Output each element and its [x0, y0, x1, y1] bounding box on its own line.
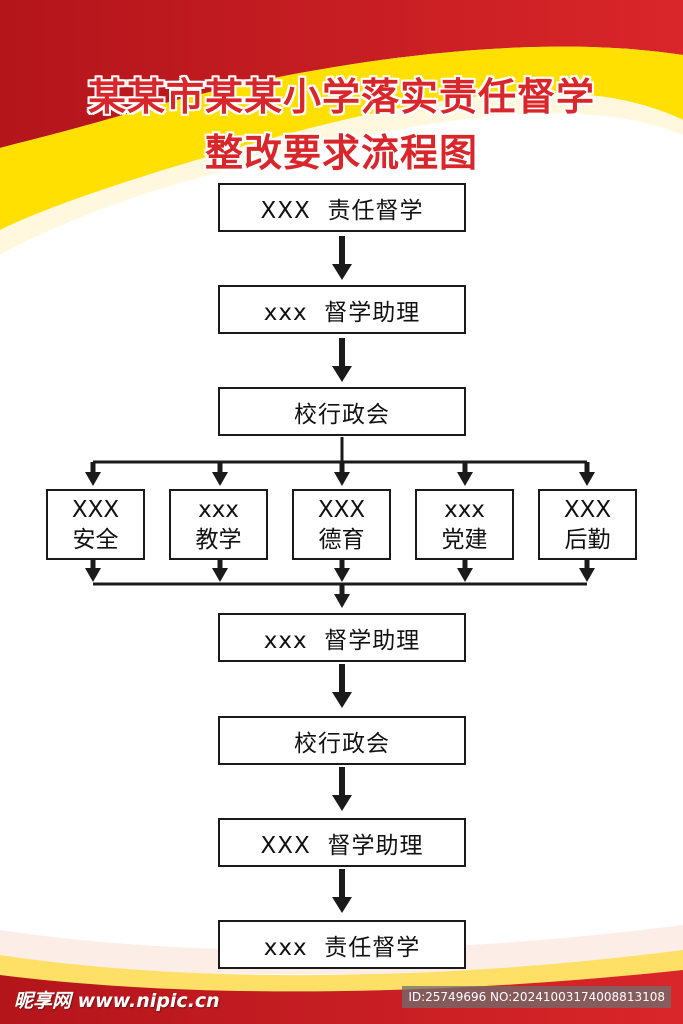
branch-party-building: xxx 党建 [415, 489, 514, 560]
flow-step-supervisor-assistant-3: XXX 督学助理 [218, 818, 466, 867]
flow-step-responsible-supervisor-2: xxx 责任督学 [218, 920, 466, 969]
title-line-1: 某某市某某小学落实责任督学 [87, 75, 595, 119]
branch-safety: XXX 安全 [46, 489, 145, 560]
top-yellow-band [0, 46, 683, 230]
branch-safety-label: 安全 [72, 526, 119, 553]
branch-teaching: xxx 教学 [169, 489, 268, 560]
arrow-5-head [332, 897, 352, 913]
branch-teaching-label: 教学 [195, 526, 242, 553]
watermark-id: ID:25749696 NO:20241003174008813108 [402, 986, 671, 1008]
branch-moral-education-label: 德育 [318, 526, 365, 553]
split-arrowheads [85, 472, 595, 486]
merge-stem-head [334, 594, 350, 608]
bottom-yellow-band [0, 950, 683, 994]
flow-step-school-admin-meeting-2: 校行政会 [218, 716, 466, 765]
title-line-2: 整改要求流程图 [204, 131, 478, 175]
top-red-band [0, 0, 683, 148]
branch-logistics-owner: XXX [563, 496, 612, 523]
branch-party-building-owner: xxx [444, 496, 485, 523]
branch-logistics: XXX 后勤 [538, 489, 637, 560]
arrow-3-head [332, 692, 352, 708]
branch-party-building-label: 党建 [441, 526, 488, 553]
branch-moral-education-owner: XXX [317, 496, 366, 523]
flow-step-supervisor-assistant: xxx 督学助理 [218, 285, 466, 334]
flow-step-responsible-supervisor: XXX 责任督学 [218, 183, 466, 232]
arrow-4-head [332, 795, 352, 811]
top-soft-band [0, 92, 683, 255]
bottom-red-band [0, 970, 683, 1024]
arrow-1-head [332, 264, 352, 280]
flow-step-supervisor-assistant-2: xxx 督学助理 [218, 613, 466, 662]
branch-moral-education: XXX 德育 [292, 489, 391, 560]
flow-step-school-admin-meeting: 校行政会 [218, 387, 466, 436]
merge-arrowheads [85, 568, 595, 582]
arrow-2-head [332, 366, 352, 382]
branch-safety-owner: XXX [71, 496, 120, 523]
branch-teaching-owner: xxx [198, 496, 239, 523]
branch-logistics-label: 后勤 [564, 526, 611, 553]
watermark-logo: 昵享网 www.nipic.cn [14, 990, 220, 1012]
